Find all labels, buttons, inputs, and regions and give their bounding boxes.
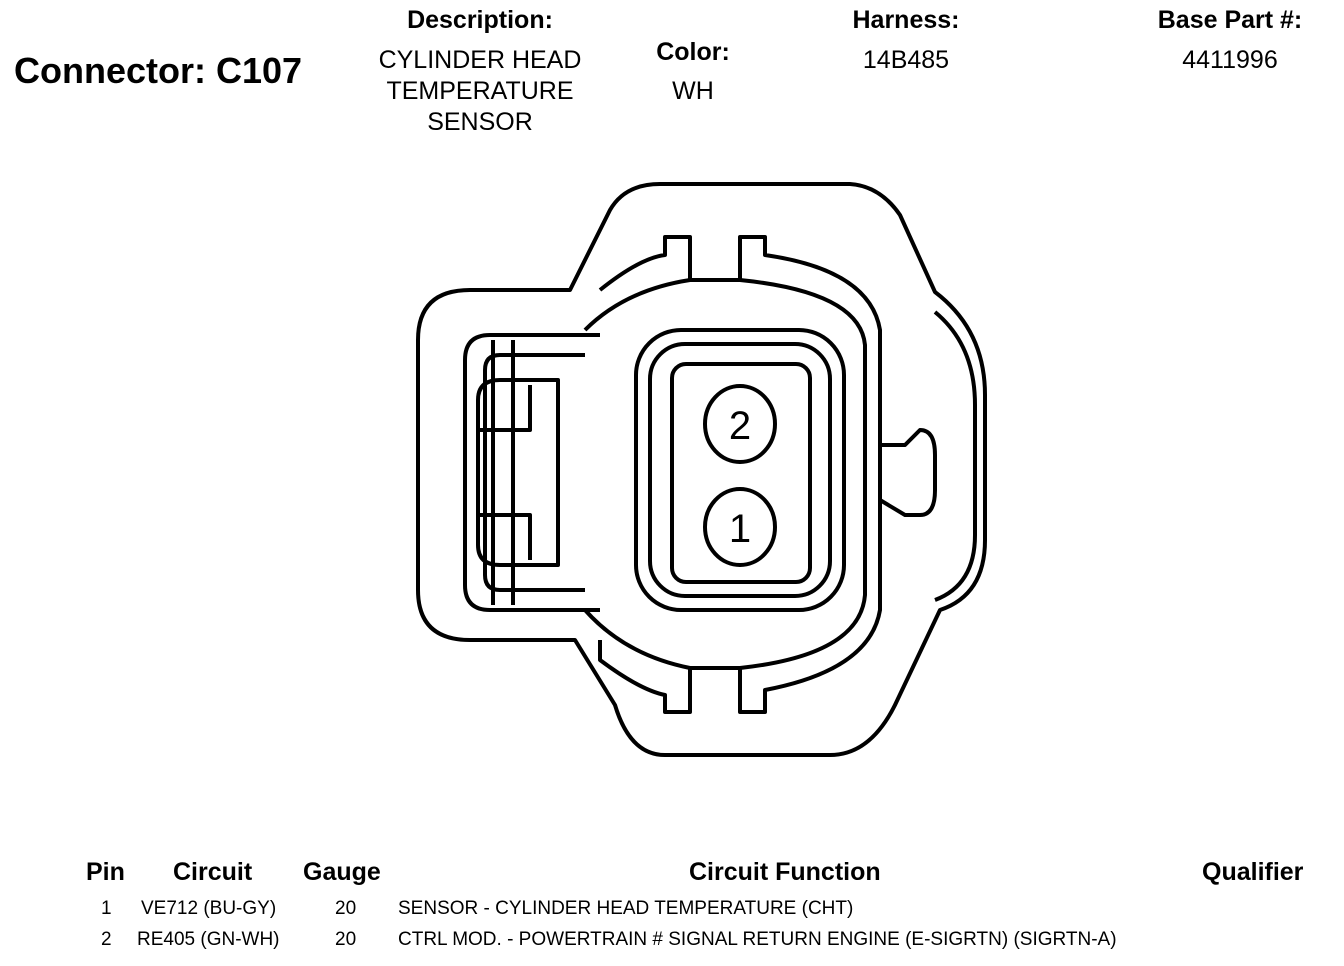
pin-1-cavity — [703, 487, 777, 567]
col-header-qualifier: Qualifier — [1202, 858, 1304, 886]
pin-1-label: 1 — [729, 507, 751, 551]
housing-outline — [416, 182, 987, 757]
side-latch — [933, 310, 977, 602]
table-row-1-function: SENSOR - CYLINDER HEAD TEMPERATURE (CHT) — [398, 898, 854, 919]
description-label: Description: — [407, 6, 553, 34]
left-slot — [463, 333, 600, 612]
col-header-pin: Pin — [86, 858, 125, 886]
pin-frame-middle — [648, 342, 832, 598]
table-row-2-circuit: RE405 (GN-WH) — [137, 929, 280, 950]
table-row-2-gauge: 20 — [335, 929, 357, 950]
col-header-gauge: Gauge — [303, 858, 381, 886]
harness-label: Harness: — [852, 6, 960, 34]
pin-frame-inner — [670, 362, 812, 584]
table-row-1-gauge: 20 — [335, 898, 357, 919]
table-row-2-function: CTRL MOD. - POWERTRAIN # SIGNAL RETURN E… — [398, 929, 1117, 950]
locking-wedge-detail — [478, 385, 532, 560]
base-part-label: Base Part #: — [1157, 6, 1303, 34]
color-value: WH — [672, 77, 714, 105]
base-part-value: 4411996 — [1182, 46, 1278, 74]
pin-frame-outer — [634, 328, 846, 612]
description-line: SENSOR — [427, 108, 533, 136]
polarizing-key — [878, 428, 937, 517]
table-row-1-pin: 1 — [101, 898, 112, 919]
left-slot-inner — [483, 353, 585, 592]
locking-wedge — [476, 340, 560, 605]
description-line: TEMPERATURE — [386, 77, 574, 105]
inner-cavity-outer — [598, 235, 882, 714]
inner-cavity-inner — [583, 278, 867, 670]
table-row-2-pin: 2 — [101, 929, 112, 950]
col-header-circuit-function: Circuit Function — [689, 858, 881, 886]
color-label: Color: — [656, 38, 730, 66]
connector-title: Connector: C107 — [14, 50, 303, 91]
pin-2-label: 2 — [729, 404, 751, 448]
table-row-1-circuit: VE712 (BU-GY) — [141, 898, 277, 919]
pin-2-cavity — [703, 384, 777, 464]
connector-face-diagram: 2 1 — [416, 182, 987, 757]
description-value: CYLINDER HEAD TEMPERATURE SENSOR — [340, 45, 620, 138]
description-line: CYLINDER HEAD — [378, 46, 582, 74]
harness-value: 14B485 — [862, 46, 950, 74]
col-header-circuit: Circuit — [173, 858, 253, 886]
